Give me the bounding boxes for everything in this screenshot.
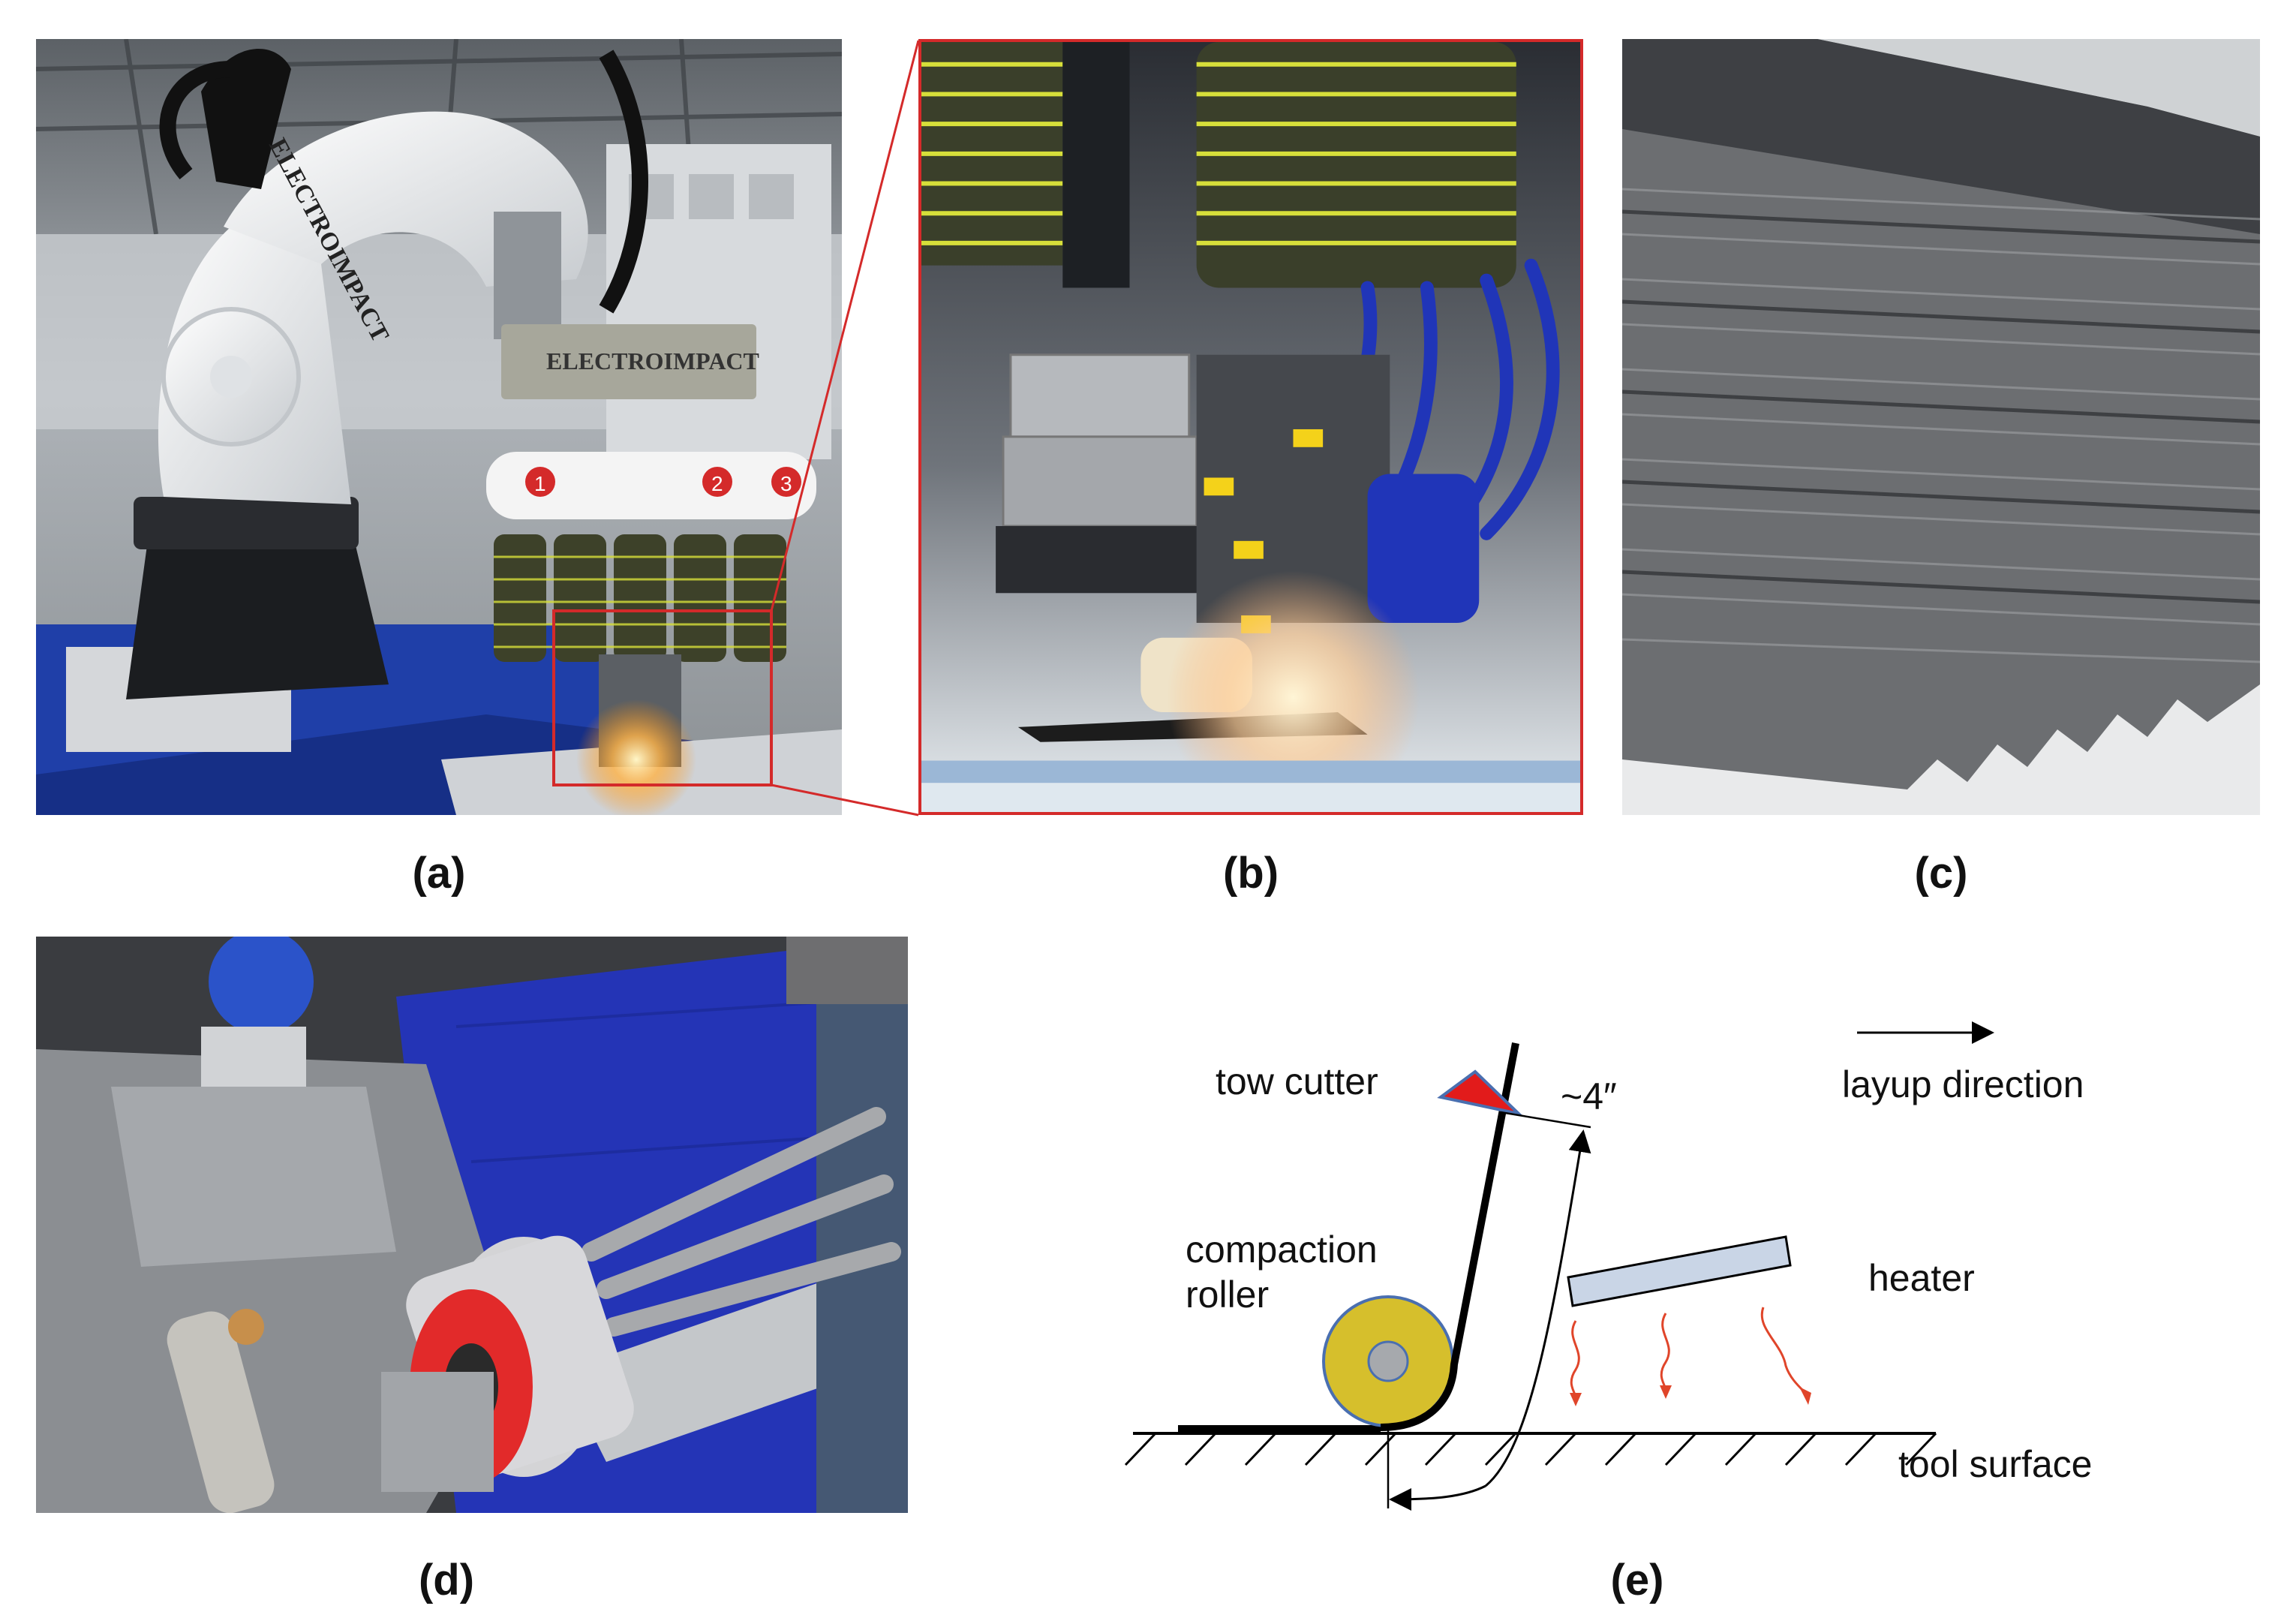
- panel-b-head-closeup-photo: [918, 39, 1583, 815]
- heater-label: heater: [1868, 1257, 1975, 1299]
- caption-a: (a): [412, 849, 466, 898]
- zoom-callout-box: [552, 609, 773, 786]
- layup-direction-label: layup direction: [1842, 1063, 2084, 1105]
- caption-e: (e): [1610, 1556, 1664, 1604]
- caption-b: (b): [1222, 849, 1279, 898]
- tow-cutter-label: tow cutter: [1216, 1060, 1378, 1102]
- heat-wave-3: [1760, 1307, 1806, 1394]
- caption-c: (c): [1914, 849, 1968, 898]
- compaction-roller-core: [1367, 1340, 1409, 1382]
- spool-number-1: 1: [534, 472, 546, 495]
- spool-number-2: 2: [711, 472, 723, 495]
- panel-d-roller-photo: [36, 937, 908, 1513]
- panel-c-tow-texture-photo: [1622, 39, 2260, 815]
- tow-feed-path: [1380, 1042, 1519, 1431]
- compaction-roller-label-line2: roller: [1186, 1274, 1269, 1316]
- cutter-guide-line: [1500, 1111, 1591, 1129]
- head-logo-text: ELECTROIMPACT: [546, 347, 759, 374]
- heat-wave-1: [1570, 1320, 1580, 1397]
- distance-arrow-nip: [1389, 1484, 1486, 1511]
- distance-arrow-up: [1485, 1129, 1591, 1487]
- caption-d: (d): [418, 1556, 475, 1604]
- distance-label: ~4″: [1561, 1075, 1617, 1117]
- heat-wave-2: [1660, 1313, 1670, 1389]
- tool-surface-label: tool surface: [1898, 1443, 2092, 1485]
- tow-cutter-icon: [1437, 1069, 1524, 1117]
- panel-e-schematic-diagram: tow cutter compaction roller ~4″ layup d…: [1110, 998, 2176, 1538]
- heater-block: [1567, 1235, 1792, 1307]
- panel-a-robot-photo: ELECTROIMPACT ELECTROIMPACT 1 2 3: [36, 39, 842, 815]
- compaction-roller-label-line1: compaction: [1186, 1229, 1378, 1271]
- spool-number-3: 3: [780, 472, 792, 495]
